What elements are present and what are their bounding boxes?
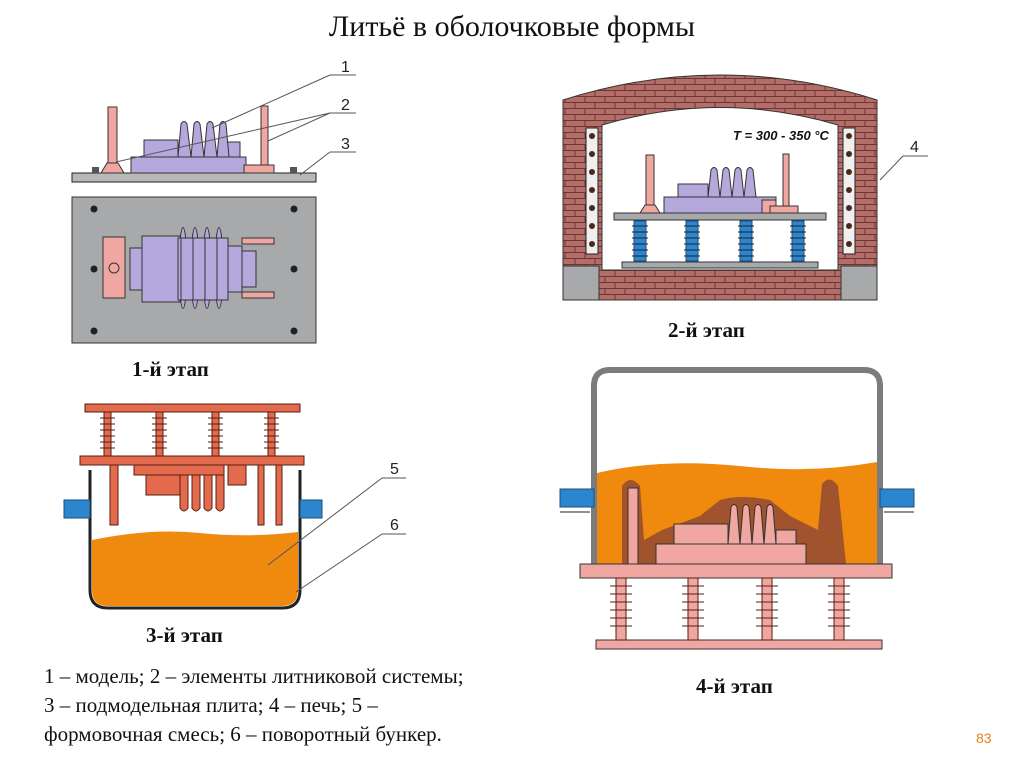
callout-3: 3 <box>341 136 350 153</box>
stage1-caption: 1-й этап <box>132 357 209 381</box>
stage1-top-view <box>71 196 317 344</box>
callout-1: 1 <box>341 59 350 76</box>
stage4-figure <box>559 367 915 650</box>
callout-5: 5 <box>390 461 399 478</box>
stage3-figure: 5 6 <box>63 403 406 610</box>
callout-4: 4 <box>910 139 919 156</box>
furnace-springs <box>632 220 806 262</box>
legend-line-2: 3 – подмодельная плита; 4 – печь; 5 – <box>44 693 378 717</box>
page-title: Литьё в оболочковые формы <box>328 10 696 43</box>
legend-line-1: 1 – модель; 2 – элементы литниковой сист… <box>44 664 464 688</box>
page-number: 83 <box>976 730 992 746</box>
callout-2: 2 <box>341 97 350 114</box>
stage2-figure: T = 300 - 350 °C 4 <box>562 74 928 301</box>
callout-6: 6 <box>390 517 399 534</box>
stage2-caption: 2-й этап <box>668 318 745 342</box>
furnace-temperature: T = 300 - 350 °C <box>733 128 829 143</box>
legend: 1 – модель; 2 – элементы литниковой сист… <box>44 662 604 749</box>
stage4-caption: 4-й этап <box>696 674 773 698</box>
stage1-side-view: 1 2 3 <box>71 59 356 183</box>
stage1-figure: 1 2 3 <box>71 59 356 344</box>
legend-line-3: формовочная смесь; 6 – поворотный бункер… <box>44 722 442 746</box>
stage3-caption: 3-й этап <box>146 623 223 647</box>
